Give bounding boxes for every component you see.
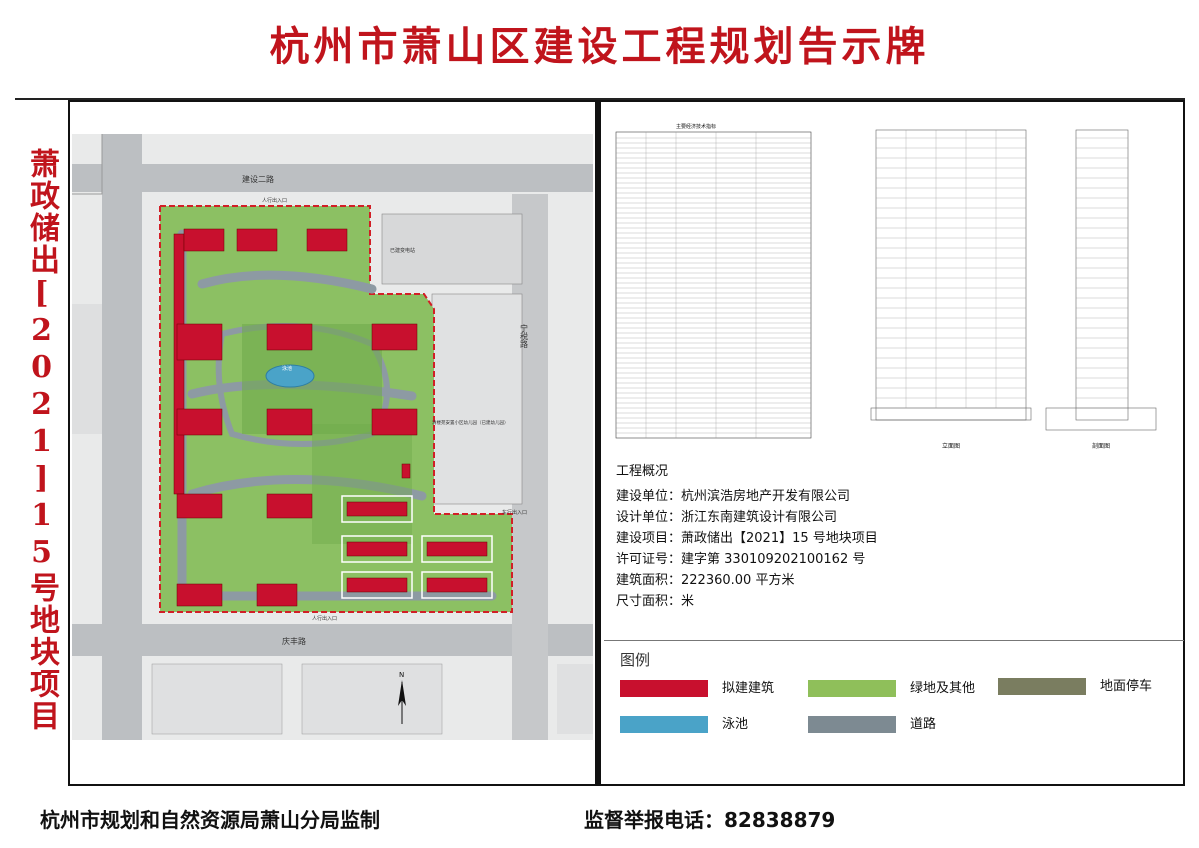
legend-title: 图例 bbox=[620, 651, 651, 669]
legend-swatch bbox=[620, 716, 708, 733]
road-left bbox=[102, 134, 142, 740]
economic-indicators-table: 主要经济技术指标 bbox=[615, 123, 812, 439]
svg-text:已建变电站: 已建变电站 bbox=[390, 247, 415, 254]
road-top bbox=[72, 164, 593, 192]
svg-text:人行出入口: 人行出入口 bbox=[262, 197, 287, 204]
road-bottom bbox=[72, 624, 593, 656]
north-arrow-icon: N bbox=[398, 671, 406, 724]
footer-hotline: 监督举报电话：82838879 bbox=[584, 808, 836, 832]
info-row-area: 建筑面积：222360.00 平方米 bbox=[616, 573, 795, 588]
footer-supervisor: 杭州市规划和自然资源局萧山分局监制 bbox=[40, 808, 380, 832]
legend-swatch bbox=[808, 680, 896, 697]
svg-text:庆丰路: 庆丰路 bbox=[282, 636, 306, 646]
site-plan: 泳池 建设二路 庆丰路 宁税路 已建变电站 清楼苑安置小区幼儿园（已建幼儿园） … bbox=[72, 134, 593, 740]
svg-text:车行出入口: 车行出入口 bbox=[502, 509, 527, 516]
svg-text:N: N bbox=[399, 671, 404, 679]
technical-drawings: 主要经济技术指标 立面图 剖面图 bbox=[615, 123, 1157, 450]
svg-text:宁税路: 宁税路 bbox=[520, 323, 529, 348]
title-rule bbox=[15, 98, 1185, 100]
svg-text:人行出入口: 人行出入口 bbox=[312, 615, 337, 622]
legend-item-parking: 地面停车 bbox=[998, 675, 1152, 695]
project-info-heading: 工程概况 bbox=[616, 464, 669, 479]
legend-item-green: 绿地及其他 bbox=[808, 677, 975, 697]
info-row-permit: 许可证号：建字第 330109202100162 号 bbox=[616, 552, 866, 567]
legend-swatch bbox=[620, 680, 708, 697]
info-row-project: 建设项目：萧政储出【2021】15 号地块项目 bbox=[616, 531, 878, 546]
board-title: 杭州市萧山区建设工程规划告示牌 bbox=[269, 24, 930, 70]
svg-text:泳池: 泳池 bbox=[282, 365, 292, 372]
svg-text:建设二路: 建设二路 bbox=[242, 174, 274, 184]
board-divider bbox=[595, 100, 601, 786]
side-project-name: 萧政储出[2021]15号地块项目 bbox=[24, 148, 59, 732]
legend: 图例 拟建建筑 绿地及其他 地面停车 泳池 道路 bbox=[604, 640, 1184, 785]
section-drawing: 剖面图 bbox=[1045, 129, 1157, 450]
svg-text:清楼苑安置小区幼儿园（已建幼儿园）: 清楼苑安置小区幼儿园（已建幼儿园） bbox=[432, 419, 509, 426]
svg-text:立面图: 立面图 bbox=[942, 442, 960, 450]
pool bbox=[265, 364, 315, 388]
board-frame bbox=[68, 100, 1185, 786]
svg-text:剖面图: 剖面图 bbox=[1092, 442, 1110, 450]
info-row-designer: 设计单位：浙江东南建筑设计有限公司 bbox=[616, 510, 838, 525]
proposed-buildings bbox=[173, 228, 488, 607]
elevation-drawing: 立面图 bbox=[870, 129, 1032, 450]
legend-item-road: 道路 bbox=[808, 713, 936, 733]
legend-item-proposed: 拟建建筑 bbox=[620, 677, 774, 697]
legend-swatch bbox=[808, 716, 896, 733]
project-info: 工程概况 建设单位：杭州滨浩房地产开发有限公司 设计单位：浙江东南建筑设计有限公… bbox=[616, 460, 1036, 611]
info-row-developer: 建设单位：杭州滨浩房地产开发有限公司 bbox=[616, 489, 851, 504]
svg-text:主要经济技术指标: 主要经济技术指标 bbox=[676, 123, 716, 130]
info-row-unit: 尺寸面积：米 bbox=[616, 594, 695, 609]
legend-swatch bbox=[998, 678, 1086, 695]
legend-item-pool: 泳池 bbox=[620, 713, 748, 733]
